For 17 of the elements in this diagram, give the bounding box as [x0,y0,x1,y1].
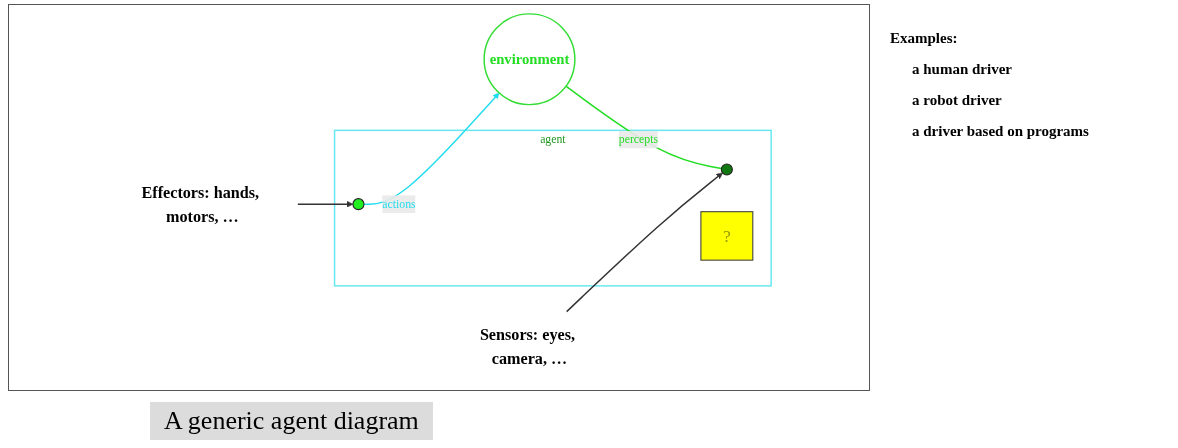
connector [565,84,723,169]
example-item: a driver based on programs [911,123,1089,140]
arrow [297,200,354,207]
caption: A generic agent diagram [150,402,433,440]
arrow [565,172,723,312]
arrow [363,92,500,205]
example-item: a robot driver [911,92,1003,109]
node-text: Sensors: eyes, camera, … [479,325,576,368]
edge-label: actions [382,197,416,210]
node-circle: environment [483,12,576,105]
examples-heading: Examples: [890,30,959,47]
node-text: Effectors: hands, motors, … [141,182,260,225]
node-circle [720,162,733,175]
edge-label: percepts [618,132,658,145]
node-circle [352,197,365,210]
example-item: a human driver [911,61,1013,78]
node-box: ? [700,210,754,261]
